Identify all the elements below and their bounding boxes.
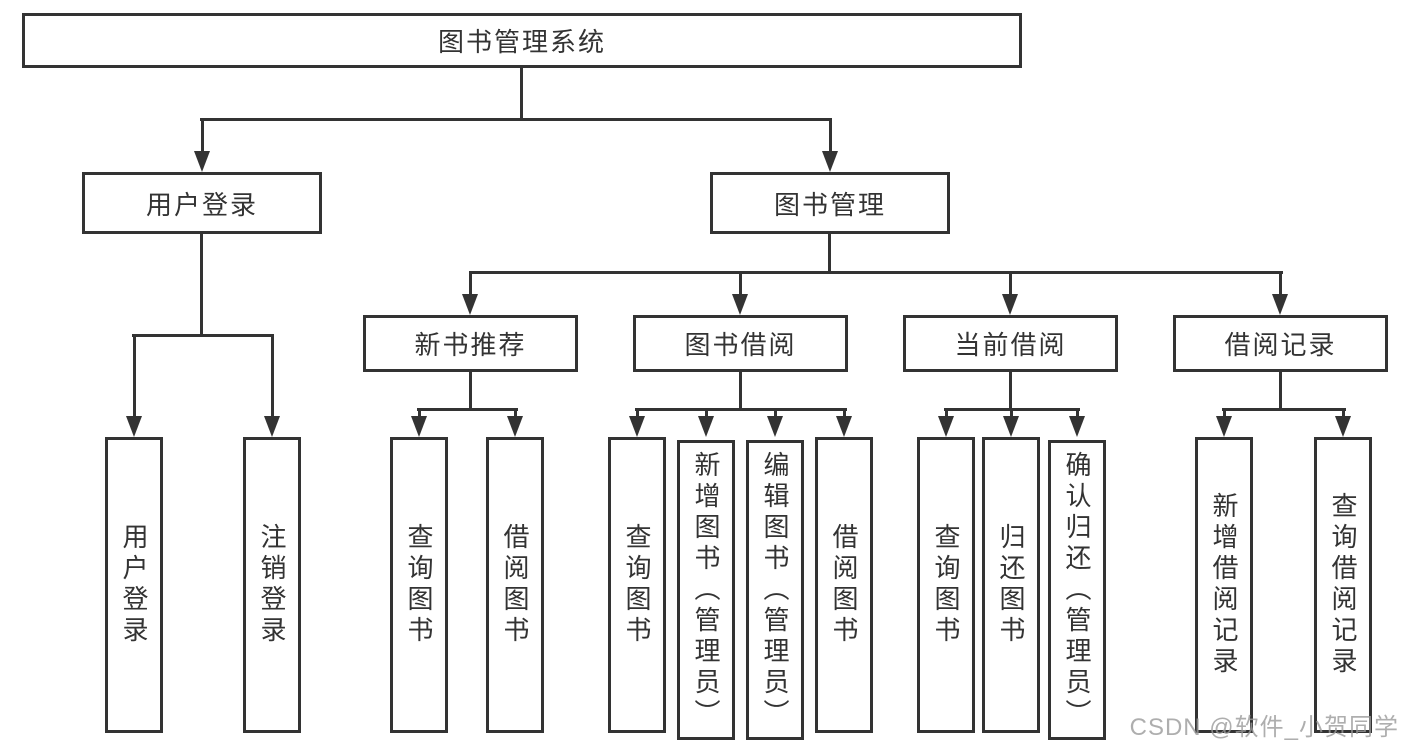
- node-user-login: 用户登录: [82, 172, 322, 234]
- csdn-watermark: CSDN @软件_小贺同学: [1129, 714, 1399, 741]
- arrow-to-book-borrow: [732, 273, 748, 315]
- arrow-to-leaf-logout: [264, 336, 280, 437]
- connector-login-stem: [200, 234, 203, 337]
- arrow-to-leaf-borrow-edit: [767, 410, 783, 437]
- leaf-current-query-books-label: 查询图书: [931, 523, 961, 647]
- arrow-to-book-management: [822, 120, 838, 172]
- leaf-borrow-borrow-books-label: 借阅图书: [829, 523, 859, 647]
- leaf-current-return-books: 归还图书: [982, 437, 1040, 733]
- leaf-records-add-record: 新增借阅记录: [1195, 437, 1253, 733]
- leaf-recommend-borrow-books-label: 借阅图书: [500, 523, 530, 647]
- leaf-logout: 注销登录: [243, 437, 301, 733]
- leaf-current-query-books: 查询图书: [917, 437, 975, 733]
- arrow-to-leaf-recommend-borrow: [507, 410, 523, 437]
- connector-records-stem: [1279, 372, 1282, 411]
- leaf-recommend-query-books-label: 查询图书: [404, 523, 434, 647]
- leaf-borrow-query-books: 查询图书: [608, 437, 666, 733]
- leaf-user-login: 用户登录: [105, 437, 163, 733]
- arrow-to-leaf-records-add: [1216, 410, 1232, 437]
- leaf-borrow-add-books-admin: 新增图书（管理员）: [677, 440, 735, 740]
- leaf-user-login-label: 用户登录: [119, 523, 149, 647]
- leaf-current-confirm-return-admin-label: 确认归还（管理员）: [1062, 450, 1092, 730]
- arrow-to-current-borrow: [1002, 273, 1018, 315]
- leaf-current-return-books-label: 归还图书: [996, 523, 1026, 647]
- node-book-borrow: 图书借阅: [633, 315, 848, 372]
- arrow-to-leaf-current-return: [1003, 410, 1019, 437]
- leaf-borrow-borrow-books: 借阅图书: [815, 437, 873, 733]
- node-borrow-records: 借阅记录: [1173, 315, 1388, 372]
- leaf-borrow-edit-books-admin: 编辑图书（管理员）: [746, 440, 804, 740]
- leaf-recommend-query-books: 查询图书: [390, 437, 448, 733]
- leaf-records-query-record-label: 查询借阅记录: [1328, 492, 1358, 678]
- arrow-to-borrow-records: [1272, 273, 1288, 315]
- connector-root-stem: [520, 68, 523, 120]
- node-book-management: 图书管理: [710, 172, 950, 234]
- arrow-to-leaf-current-query: [938, 410, 954, 437]
- connector-root-hline: [200, 118, 832, 121]
- leaf-recommend-borrow-books: 借阅图书: [486, 437, 544, 733]
- connector-borrow-hline: [635, 408, 847, 411]
- leaf-current-confirm-return-admin: 确认归还（管理员）: [1048, 440, 1106, 740]
- arrow-to-leaf-borrow-borrow: [836, 410, 852, 437]
- node-current-borrow: 当前借阅: [903, 315, 1118, 372]
- leaf-borrow-add-books-admin-label: 新增图书（管理员）: [691, 450, 721, 730]
- arrow-to-leaf-records-query: [1335, 410, 1351, 437]
- arrow-to-user-login: [194, 120, 210, 172]
- arrow-to-leaf-borrow-add: [698, 410, 714, 437]
- connector-login-hline: [132, 334, 274, 337]
- connector-manage-stem: [828, 234, 831, 274]
- leaf-records-add-record-label: 新增借阅记录: [1209, 492, 1239, 678]
- leaf-borrow-query-books-label: 查询图书: [622, 523, 652, 647]
- connector-recommend-stem: [469, 372, 472, 411]
- connector-records-hline: [1222, 408, 1346, 411]
- arrow-to-leaf-recommend-query: [411, 410, 427, 437]
- arrow-to-leaf-user-login: [126, 336, 142, 437]
- connector-manage-hline: [469, 271, 1283, 274]
- node-root-system: 图书管理系统: [22, 13, 1022, 68]
- arrow-to-leaf-borrow-query: [629, 410, 645, 437]
- leaf-borrow-edit-books-admin-label: 编辑图书（管理员）: [760, 450, 790, 730]
- arrow-to-leaf-current-confirm: [1069, 410, 1085, 437]
- node-new-book-recommend: 新书推荐: [363, 315, 578, 372]
- leaf-records-query-record: 查询借阅记录: [1314, 437, 1372, 733]
- connector-recommend-hline: [417, 408, 518, 411]
- connector-current-hline: [944, 408, 1080, 411]
- connector-current-stem: [1009, 372, 1012, 411]
- leaf-logout-label: 注销登录: [257, 523, 287, 647]
- arrow-to-new-book-recommend: [462, 273, 478, 315]
- connector-borrow-stem: [739, 372, 742, 411]
